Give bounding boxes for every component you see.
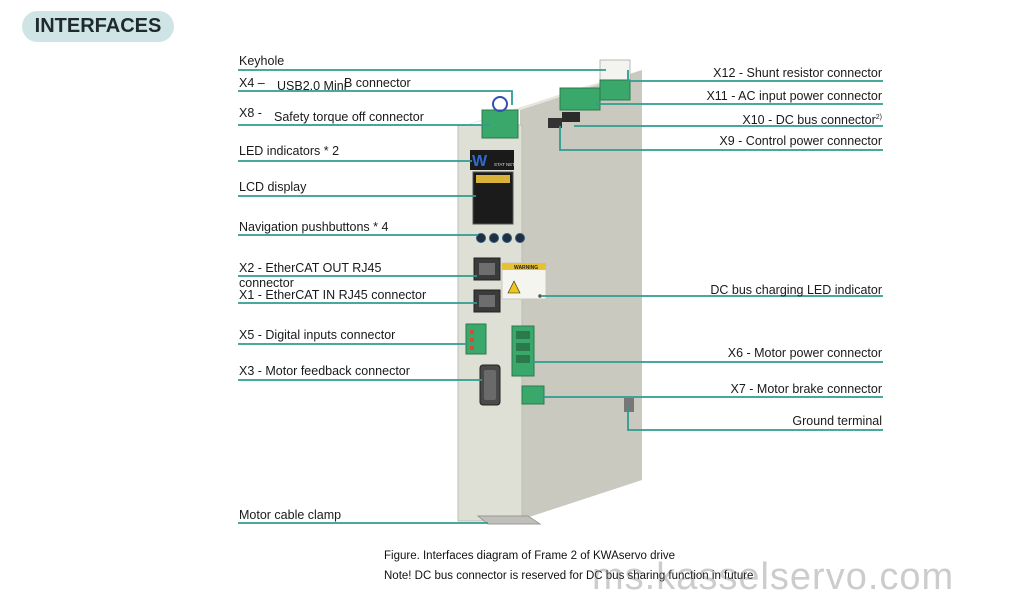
label-x6: X6 - Motor power connector xyxy=(727,346,882,360)
label-dcled: DC bus charging LED indicator xyxy=(710,283,882,297)
x8-wire-loop xyxy=(492,96,508,112)
figure-note: Note! DC bus connector is reserved for D… xyxy=(384,570,754,582)
label-x11: X11 - AC input power connector xyxy=(706,89,882,103)
x8-connector xyxy=(481,109,519,139)
led-panel xyxy=(470,150,514,170)
label-x1: X1 - EtherCAT IN RJ45 connector xyxy=(239,288,427,302)
label-x3: X3 - Motor feedback connector xyxy=(239,364,410,378)
label-nav: Navigation pushbuttons * 4 xyxy=(239,220,389,234)
label-x8-prefix: X8 - xyxy=(239,106,262,120)
x11-connector-b xyxy=(599,79,631,101)
x12-connector xyxy=(599,59,631,83)
nav-button-1 xyxy=(476,233,486,243)
label-x7: X7 - Motor brake connector xyxy=(730,382,882,396)
label-x4-name: USB2.0 Mini xyxy=(277,79,347,93)
label-ground: Ground terminal xyxy=(792,414,882,428)
label-led: LED indicators * 2 xyxy=(239,144,340,158)
label-x10-text: X10 - DC bus connector xyxy=(742,113,876,128)
lcd-header-bar xyxy=(476,175,510,183)
figure-caption: Figure. Interfaces diagram of Frame 2 of… xyxy=(384,550,676,562)
housing-side xyxy=(520,70,642,520)
leader-x4 xyxy=(238,90,513,105)
label-x9: X9 - Control power connector xyxy=(719,134,882,148)
x9-connector xyxy=(548,118,562,128)
label-x4-suffix: B connector xyxy=(344,76,411,90)
cable-clamp xyxy=(476,515,542,525)
x7-connector xyxy=(521,385,545,405)
warning-title: WARNING xyxy=(514,265,538,271)
label-x8-name: Safety torque off connector xyxy=(274,110,424,124)
label-x10-sup: 2) xyxy=(875,114,882,121)
label-x10: X10 - DC bus connector2) xyxy=(742,111,882,127)
x11-connector xyxy=(559,87,601,111)
label-keyhole: Keyhole xyxy=(239,54,285,68)
leader-x9 xyxy=(559,126,883,151)
dc-bus-led xyxy=(538,294,542,298)
label-x4-prefix: X4 – xyxy=(239,76,265,90)
x10-connector xyxy=(562,112,580,122)
nav-button-4 xyxy=(515,233,525,243)
brand-mark: W xyxy=(472,153,488,170)
label-x2-line2: connector xyxy=(239,276,294,290)
x5-connector xyxy=(465,323,487,355)
label-clamp: Motor cable clamp xyxy=(239,508,342,522)
nav-button-3 xyxy=(502,233,512,243)
label-x5: X5 - Digital inputs connector xyxy=(239,328,396,342)
ground-terminal xyxy=(624,398,634,412)
status-text: STAT NET xyxy=(494,162,515,167)
leader-x12 xyxy=(627,70,883,82)
leader-ground xyxy=(627,408,883,431)
label-x12: X12 - Shunt resistor connector xyxy=(713,66,882,80)
nav-button-2 xyxy=(489,233,499,243)
label-lcd: LCD display xyxy=(239,180,307,194)
watermark: ms.kasselservo.com xyxy=(592,556,955,598)
section-heading: INTERFACES xyxy=(22,11,174,42)
label-x2-line1: X2 - EtherCAT OUT RJ45 xyxy=(239,261,382,275)
